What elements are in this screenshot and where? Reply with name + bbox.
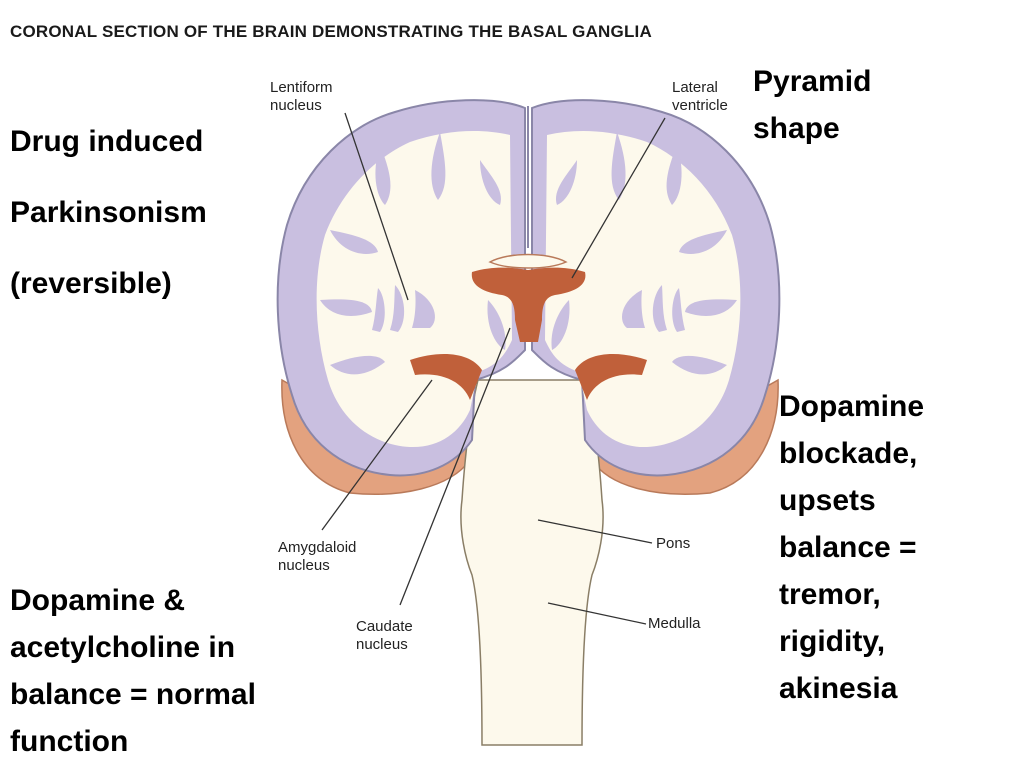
right-gyri (556, 132, 737, 375)
label-medulla: Medulla (648, 615, 701, 632)
page-title: CORONAL SECTION OF THE BRAIN DEMONSTRATI… (10, 22, 652, 41)
right-caudate-region (551, 300, 570, 350)
label-line: ventricle (672, 97, 728, 114)
note-drug-induced-parkinsonism: Drug induced Parkinsonism (reversible) (10, 118, 207, 307)
right-inferior-horn (575, 354, 647, 400)
note-normal-balance: Dopamine & acetylcholine in balance = no… (10, 577, 256, 765)
note-line: Parkinsonism (10, 196, 207, 229)
note-line: tremor, (779, 578, 881, 611)
label-line: Lateral (672, 79, 718, 96)
label-amygdaloid-nucleus: Amygdaloid nucleus (278, 539, 356, 575)
label-lateral-ventricle: Lateral ventricle (672, 79, 728, 115)
left-caudate-region (487, 300, 506, 350)
note-line: balance = normal (10, 678, 256, 711)
note-line: Dopamine & (10, 584, 186, 617)
leader-lentiform (344, 112, 409, 301)
note-line: blockade, (779, 437, 918, 470)
note-line: upsets (779, 484, 876, 517)
label-line: nucleus (278, 557, 330, 574)
label-line: nucleus (356, 636, 408, 653)
note-pyramid-shape: Pyramid shape (753, 58, 871, 152)
corpus-callosum (488, 253, 568, 269)
lateral-ventricles (471, 267, 586, 342)
left-lentiform-nucleus (372, 285, 435, 332)
brainstem (460, 379, 604, 746)
note-line: shape (753, 112, 840, 145)
label-pons: Pons (656, 535, 691, 552)
note-line: acetylcholine in (10, 631, 236, 664)
right-lentiform-nucleus (622, 285, 685, 332)
leader-lateral-ventricle (571, 117, 666, 279)
note-line: akinesia (779, 672, 898, 705)
label-lentiform-nucleus: Lentiform nucleus (270, 79, 333, 115)
leader-medulla (547, 602, 647, 625)
label-line: Caudate (356, 618, 413, 635)
leader-lines (321, 112, 666, 625)
leader-pons (537, 519, 653, 544)
note-line: Pyramid (753, 65, 872, 98)
left-gyri (320, 132, 501, 375)
label-caudate-nucleus: Caudate nucleus (356, 618, 413, 654)
left-inferior-horn (410, 354, 482, 400)
note-dopamine-blockade: Dopamine blockade, upsets balance = trem… (779, 383, 924, 712)
label-line: nucleus (270, 97, 322, 114)
note-line: balance = (779, 531, 917, 564)
note-line: Drug induced (10, 125, 204, 158)
label-line: Lentiform (270, 79, 333, 96)
note-line: function (10, 725, 129, 758)
note-line: Dopamine (779, 390, 925, 423)
leader-amygdaloid (321, 379, 433, 531)
note-line: (reversible) (10, 267, 172, 300)
leader-caudate (399, 327, 511, 606)
note-line: rigidity, (779, 625, 886, 658)
label-line: Amygdaloid (278, 539, 357, 556)
